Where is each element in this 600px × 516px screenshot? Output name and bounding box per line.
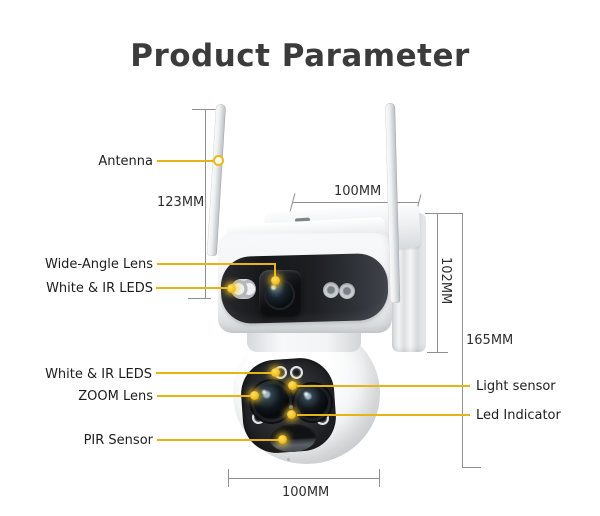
dim-label-body-height: 102MM [438,257,453,305]
dim-tick [379,469,380,487]
dim-label-top-width: 100MM [334,184,382,199]
white-ir-led-module-icon [231,279,256,299]
lens-glint [262,390,266,394]
dim-cap [188,298,211,299]
dim-line-base-width [228,478,380,479]
dim-line-body-height [437,213,438,353]
label-antenna: Antenna [98,154,153,169]
dim-label-base-width: 100MM [282,485,330,500]
wide-angle-lens-glass [264,279,295,310]
marker-pir-sensor-dot [278,435,287,444]
marker-led-indicator-dot [287,410,296,419]
marker-zoom-lens-dot [250,391,259,400]
dim-cap [192,109,217,110]
dim-line-antenna-height [205,109,206,299]
led-indicator-light [289,405,293,409]
ir-led-right [339,283,355,299]
page-title: Product Parameter [130,38,470,74]
label-pir-sensor: PIR Sensor [83,433,153,448]
dim-line-total-height [462,213,463,468]
leader-antenna [157,160,214,162]
dim-cap [427,352,448,353]
leader-led-indicator [297,414,470,416]
marker-white-ir-top-dot [227,284,236,293]
marker-antenna-ring [213,155,224,166]
zoom-lens-glass [251,381,292,422]
label-light-sensor: Light sensor [476,379,556,394]
marker-white-ir-bottom-dot [271,368,280,377]
dim-label-antenna-height: 123MM [157,195,205,210]
dim-label-total-height: 165MM [466,333,514,348]
leader-wide-angle-drop [274,263,276,279]
dim-tick [228,469,229,487]
label-white-ir-leds-bottom: White & IR LEDS [45,367,152,382]
marker-wide-angle-dot [271,276,280,285]
leader-pir-sensor [157,439,279,441]
antenna-left [206,103,226,257]
dim-line-top-width [293,202,419,203]
leader-white-ir-top [156,287,227,289]
leader-zoom-lens [157,395,251,397]
leader-white-ir-bottom [156,372,272,374]
marker-light-sensor-dot [288,381,297,390]
label-zoom-lens: ZOOM Lens [78,389,153,404]
label-led-indicator: Led Indicator [476,408,561,423]
dim-cap [462,467,481,468]
dome-led-top-right [290,366,303,379]
lens-glint [304,392,308,396]
dim-cap [425,213,462,214]
ball-screw [287,458,290,461]
ir-led-left [323,282,339,298]
lens-glint [271,285,276,290]
leader-wide-angle [157,263,276,265]
leader-light-sensor [297,385,470,387]
label-wide-angle-lens: Wide-Angle Lens [45,257,153,272]
label-white-ir-leds-top: White & IR LEDS [46,281,153,296]
